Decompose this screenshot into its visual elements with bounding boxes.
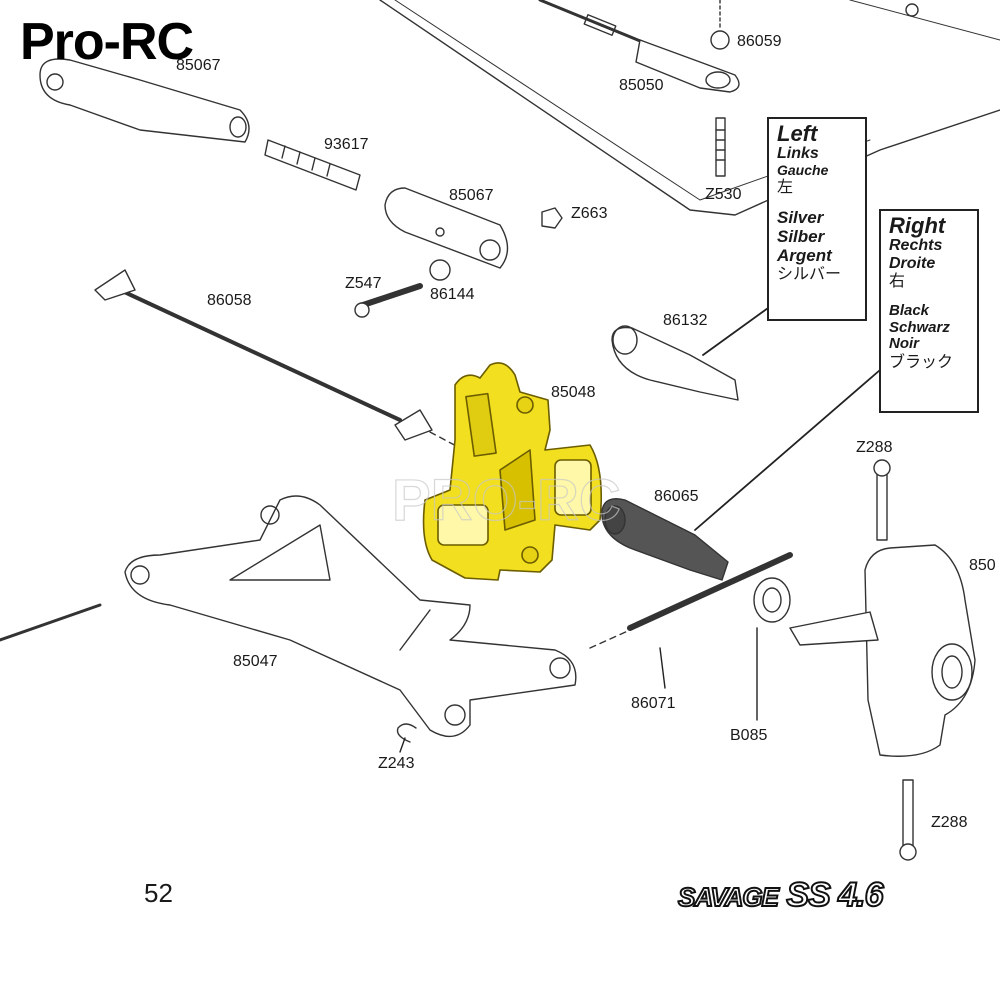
- part-label: Z288: [931, 814, 968, 831]
- right-fr: Droite: [889, 254, 936, 272]
- screw-z288-bottom: [902, 779, 914, 851]
- part-label: Z663: [571, 205, 608, 222]
- left-title: Left: [777, 121, 818, 146]
- left-color-de: Silber: [777, 226, 825, 246]
- left-jp: 左: [777, 178, 794, 196]
- part-label: 85047: [233, 653, 278, 670]
- output-cup-black: [601, 498, 729, 581]
- pivot-ball: [710, 30, 730, 50]
- part-label: 85067: [176, 57, 221, 74]
- upper-arm: [39, 58, 250, 143]
- part-label: Z288: [856, 439, 893, 456]
- page-number: 52: [144, 878, 173, 908]
- right-de: Rechts: [889, 237, 943, 254]
- part-label: Z530: [705, 186, 742, 203]
- lower-arm: [124, 495, 577, 738]
- part-label: 86059: [737, 33, 782, 50]
- ball-86144: [429, 259, 451, 281]
- screw-z530: [715, 117, 726, 177]
- rod-end-85067: [384, 187, 509, 269]
- right-color-en: Black: [889, 302, 930, 320]
- left-color-legend: Left Links Gauche 左 Silver Silber Argent…: [767, 117, 867, 321]
- right-color-de: Schwarz: [889, 318, 950, 336]
- hub-carrier: [864, 544, 976, 757]
- turnbuckle-rod: [538, 0, 652, 47]
- part-label: 850: [969, 557, 996, 574]
- part-label: 85050: [619, 77, 664, 94]
- highlighted-part-85048: [422, 362, 603, 581]
- right-color-jp: ブラック: [889, 353, 954, 371]
- part-label: 86065: [654, 488, 699, 505]
- output-cup-silver: [611, 326, 739, 401]
- brand-title: Pro-RC: [20, 13, 194, 71]
- chassis-plate: [379, 0, 1000, 216]
- rod-end: [635, 39, 740, 93]
- part-label: 86144: [430, 286, 475, 303]
- part-label: Z243: [378, 755, 415, 772]
- logo-version: 4.6: [837, 876, 884, 914]
- part-label: 85067: [449, 187, 494, 204]
- hinge-pin: [627, 552, 793, 631]
- right-jp: 右: [889, 273, 906, 291]
- part-label: B085: [730, 727, 768, 744]
- part-label: 93617: [324, 136, 369, 153]
- product-logo: SAVAGE SS 4.6: [677, 876, 884, 914]
- screw-z288-top: [876, 469, 888, 541]
- left-de: Links: [777, 145, 819, 162]
- screw-z547: [357, 283, 423, 309]
- part-label: 86058: [207, 292, 252, 309]
- drive-shaft: [118, 288, 402, 422]
- nut: [541, 207, 563, 229]
- threaded-stud: [264, 139, 361, 191]
- bearing: [753, 577, 791, 623]
- left-color-en: Silver: [777, 208, 824, 228]
- left-color-fr: Argent: [777, 245, 832, 265]
- left-fr: Gauche: [777, 161, 829, 178]
- right-title: Right: [889, 213, 946, 238]
- right-color-legend: Right Rechts Droite 右 Black Schwarz Noir…: [879, 209, 979, 413]
- part-label: 86071: [631, 695, 676, 712]
- watermark: PRO-RC: [392, 468, 621, 533]
- part-label: Z547: [345, 275, 382, 292]
- logo-word: SAVAGE: [677, 882, 780, 912]
- left-color-jp: シルバー: [777, 266, 842, 284]
- logo-model: SS: [785, 876, 831, 914]
- clip: [396, 723, 417, 743]
- part-label: 86132: [663, 312, 708, 329]
- part-label: 85048: [551, 384, 596, 401]
- right-color-fr: Noir: [889, 335, 919, 353]
